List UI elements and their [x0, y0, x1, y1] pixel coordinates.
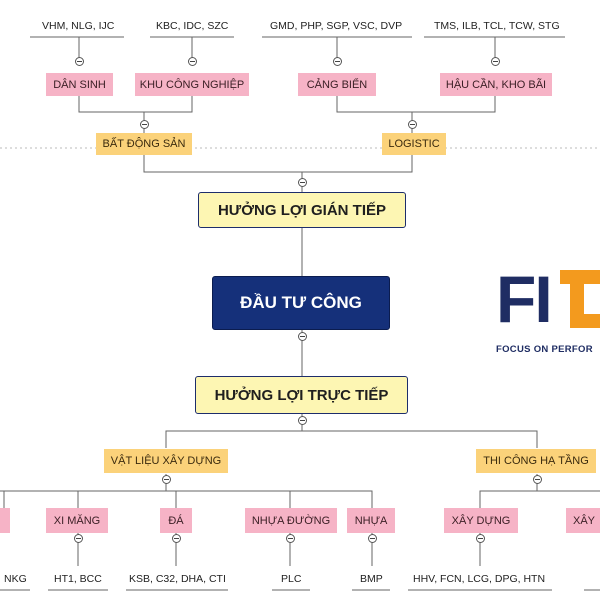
collapse-icon[interactable]: [408, 120, 417, 129]
tickers-cang-bien: GMD, PHP, SGP, VSC, DVP: [270, 20, 403, 32]
collapse-icon[interactable]: [476, 534, 485, 543]
collapse-icon[interactable]: [368, 534, 377, 543]
node-thi-cong-ha-tang[interactable]: THI CÔNG HẠ TẦNG: [476, 449, 596, 473]
node-nhua[interactable]: NHỰA: [347, 508, 395, 533]
node-bat-dong-san[interactable]: BẤT ĐỘNG SẢN: [96, 133, 192, 155]
logo-tagline: FOCUS ON PERFOR: [496, 344, 593, 355]
collapse-icon[interactable]: [298, 416, 307, 425]
collapse-icon[interactable]: [74, 534, 83, 543]
node-dan-sinh[interactable]: DÂN SINH: [46, 73, 113, 96]
collapse-icon[interactable]: [333, 57, 342, 66]
tickers-nhua: BMP: [360, 573, 383, 585]
collapse-icon[interactable]: [533, 475, 542, 484]
collapse-icon[interactable]: [75, 57, 84, 66]
collapse-icon[interactable]: [286, 534, 295, 543]
node-da[interactable]: ĐÁ: [160, 508, 192, 533]
tickers-partial-left: NKG: [4, 573, 27, 585]
node-nhua-duong[interactable]: NHỰA ĐƯỜNG: [245, 508, 337, 533]
node-xay-dung[interactable]: XÂY DỰNG: [444, 508, 518, 533]
node-xi-mang[interactable]: XI MĂNG: [46, 508, 108, 533]
node-huong-loi-truc-tiep[interactable]: HƯỞNG LỢI TRỰC TIẾP: [195, 376, 408, 414]
collapse-icon[interactable]: [140, 120, 149, 129]
node-cang-bien[interactable]: CẢNG BIỂN: [298, 73, 376, 96]
collapse-icon[interactable]: [162, 475, 171, 484]
collapse-icon[interactable]: [298, 178, 307, 187]
tickers-nhua-duong: PLC: [281, 573, 302, 585]
tickers-da: KSB, C32, DHA, CTI: [129, 573, 226, 585]
collapse-icon[interactable]: [491, 57, 500, 66]
tickers-khu-cong-nghiep: KBC, IDC, SZC: [156, 20, 229, 32]
node-vat-lieu-xay-dung[interactable]: VẬT LIỆU XÂY DỰNG: [104, 449, 228, 473]
logo-word: FI: [496, 262, 553, 336]
node-hau-can-kho-bai[interactable]: HẬU CẦN, KHO BÃI: [440, 73, 552, 96]
node-dau-tu-cong[interactable]: ĐẦU TƯ CÔNG: [212, 276, 390, 330]
collapse-icon[interactable]: [298, 332, 307, 341]
node-partial-right[interactable]: XÂY: [566, 508, 600, 533]
tickers-xay-dung: HHV, FCN, LCG, DPG, HTN: [413, 573, 546, 585]
node-logistic[interactable]: LOGISTIC: [382, 133, 446, 155]
node-khu-cong-nghiep[interactable]: KHU CÔNG NGHIỆP: [135, 73, 249, 96]
node-huong-loi-gian-tiep[interactable]: HƯỞNG LỢI GIÁN TIẾP: [198, 192, 406, 228]
logo-d-mark: [560, 270, 600, 328]
collapse-icon[interactable]: [188, 57, 197, 66]
collapse-icon[interactable]: [172, 534, 181, 543]
tickers-xi-mang: HT1, BCC: [54, 573, 102, 585]
tickers-hau-can: TMS, ILB, TCL, TCW, STG: [434, 20, 560, 32]
node-partial-left[interactable]: [0, 508, 10, 533]
tickers-dan-sinh: VHM, NLG, IJC: [42, 20, 115, 32]
